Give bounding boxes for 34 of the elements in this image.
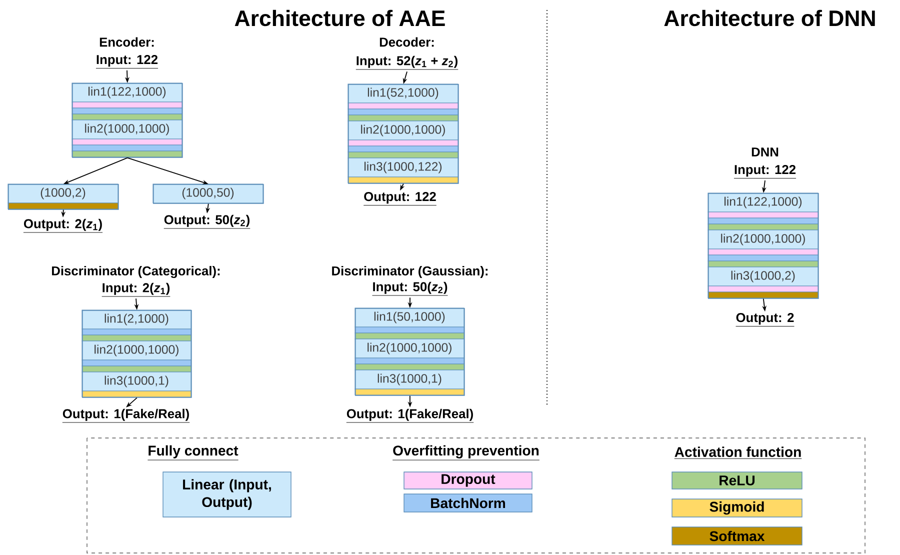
io-label: Input: 122: [734, 165, 796, 179]
heading: DNN: [752, 148, 778, 156]
io-label: Input: 52(z$_{1}$ + z$_{2}$): [356, 56, 458, 70]
title: Architecture of DNN: [664, 10, 875, 26]
io-label: Input: 50(z$_{2}$): [372, 282, 448, 296]
legend-heading: Activation function: [674, 446, 802, 459]
heading: Discriminator (Gaussian):: [332, 266, 488, 278]
io-label: Output: 1(Fake/Real): [346, 408, 474, 423]
io-label: Output: 122: [363, 192, 437, 206]
io-label: Output: 1(Fake/Real): [62, 408, 190, 423]
layer-stack: (1000,2): [8, 184, 119, 210]
legend-item: BatchNorm: [404, 494, 532, 512]
legend-item: Sigmoid: [672, 498, 802, 518]
io-label: Input: 122: [96, 55, 158, 69]
layer-stack: lin1(52,1000) lin2(1000,1000) lin3(1000,122): [348, 84, 459, 184]
layer-stack: lin1(50,1000) lin2(1000,1000) lin3(1000,1): [354, 308, 465, 396]
legend-heading: Fully connect: [147, 445, 239, 460]
layer-stack: lin1(122,1000) lin2(1000,1000) lin3(1000,2): [708, 192, 819, 299]
io-label: Output: 2: [736, 313, 794, 327]
legend-item: Linear (Input, Output): [162, 472, 292, 518]
legend-item: ReLU: [672, 472, 802, 490]
layer-stack: lin1(122,1000) lin2(1000,1000): [72, 82, 183, 158]
io-label: Output: 50(z$_{2}$): [164, 214, 250, 229]
io-label: Output: 2(z$_{1}$): [23, 218, 103, 233]
heading: Discriminator (Categorical):: [52, 266, 220, 278]
legend-item: Softmax: [672, 526, 802, 546]
title: Architecture of AAE: [234, 10, 445, 26]
layer-stack: (1000,50): [152, 184, 264, 204]
io-label: Input: 2(z$_{1}$): [102, 282, 170, 297]
heading: Decoder:: [380, 37, 434, 47]
legend-item: Dropout: [404, 472, 532, 490]
heading: Encoder:: [100, 37, 154, 47]
layer-stack: lin1(2,1000) lin2(1000,1000) lin3(1000,1): [82, 310, 192, 398]
legend-heading: Overfitting prevention: [392, 445, 540, 460]
